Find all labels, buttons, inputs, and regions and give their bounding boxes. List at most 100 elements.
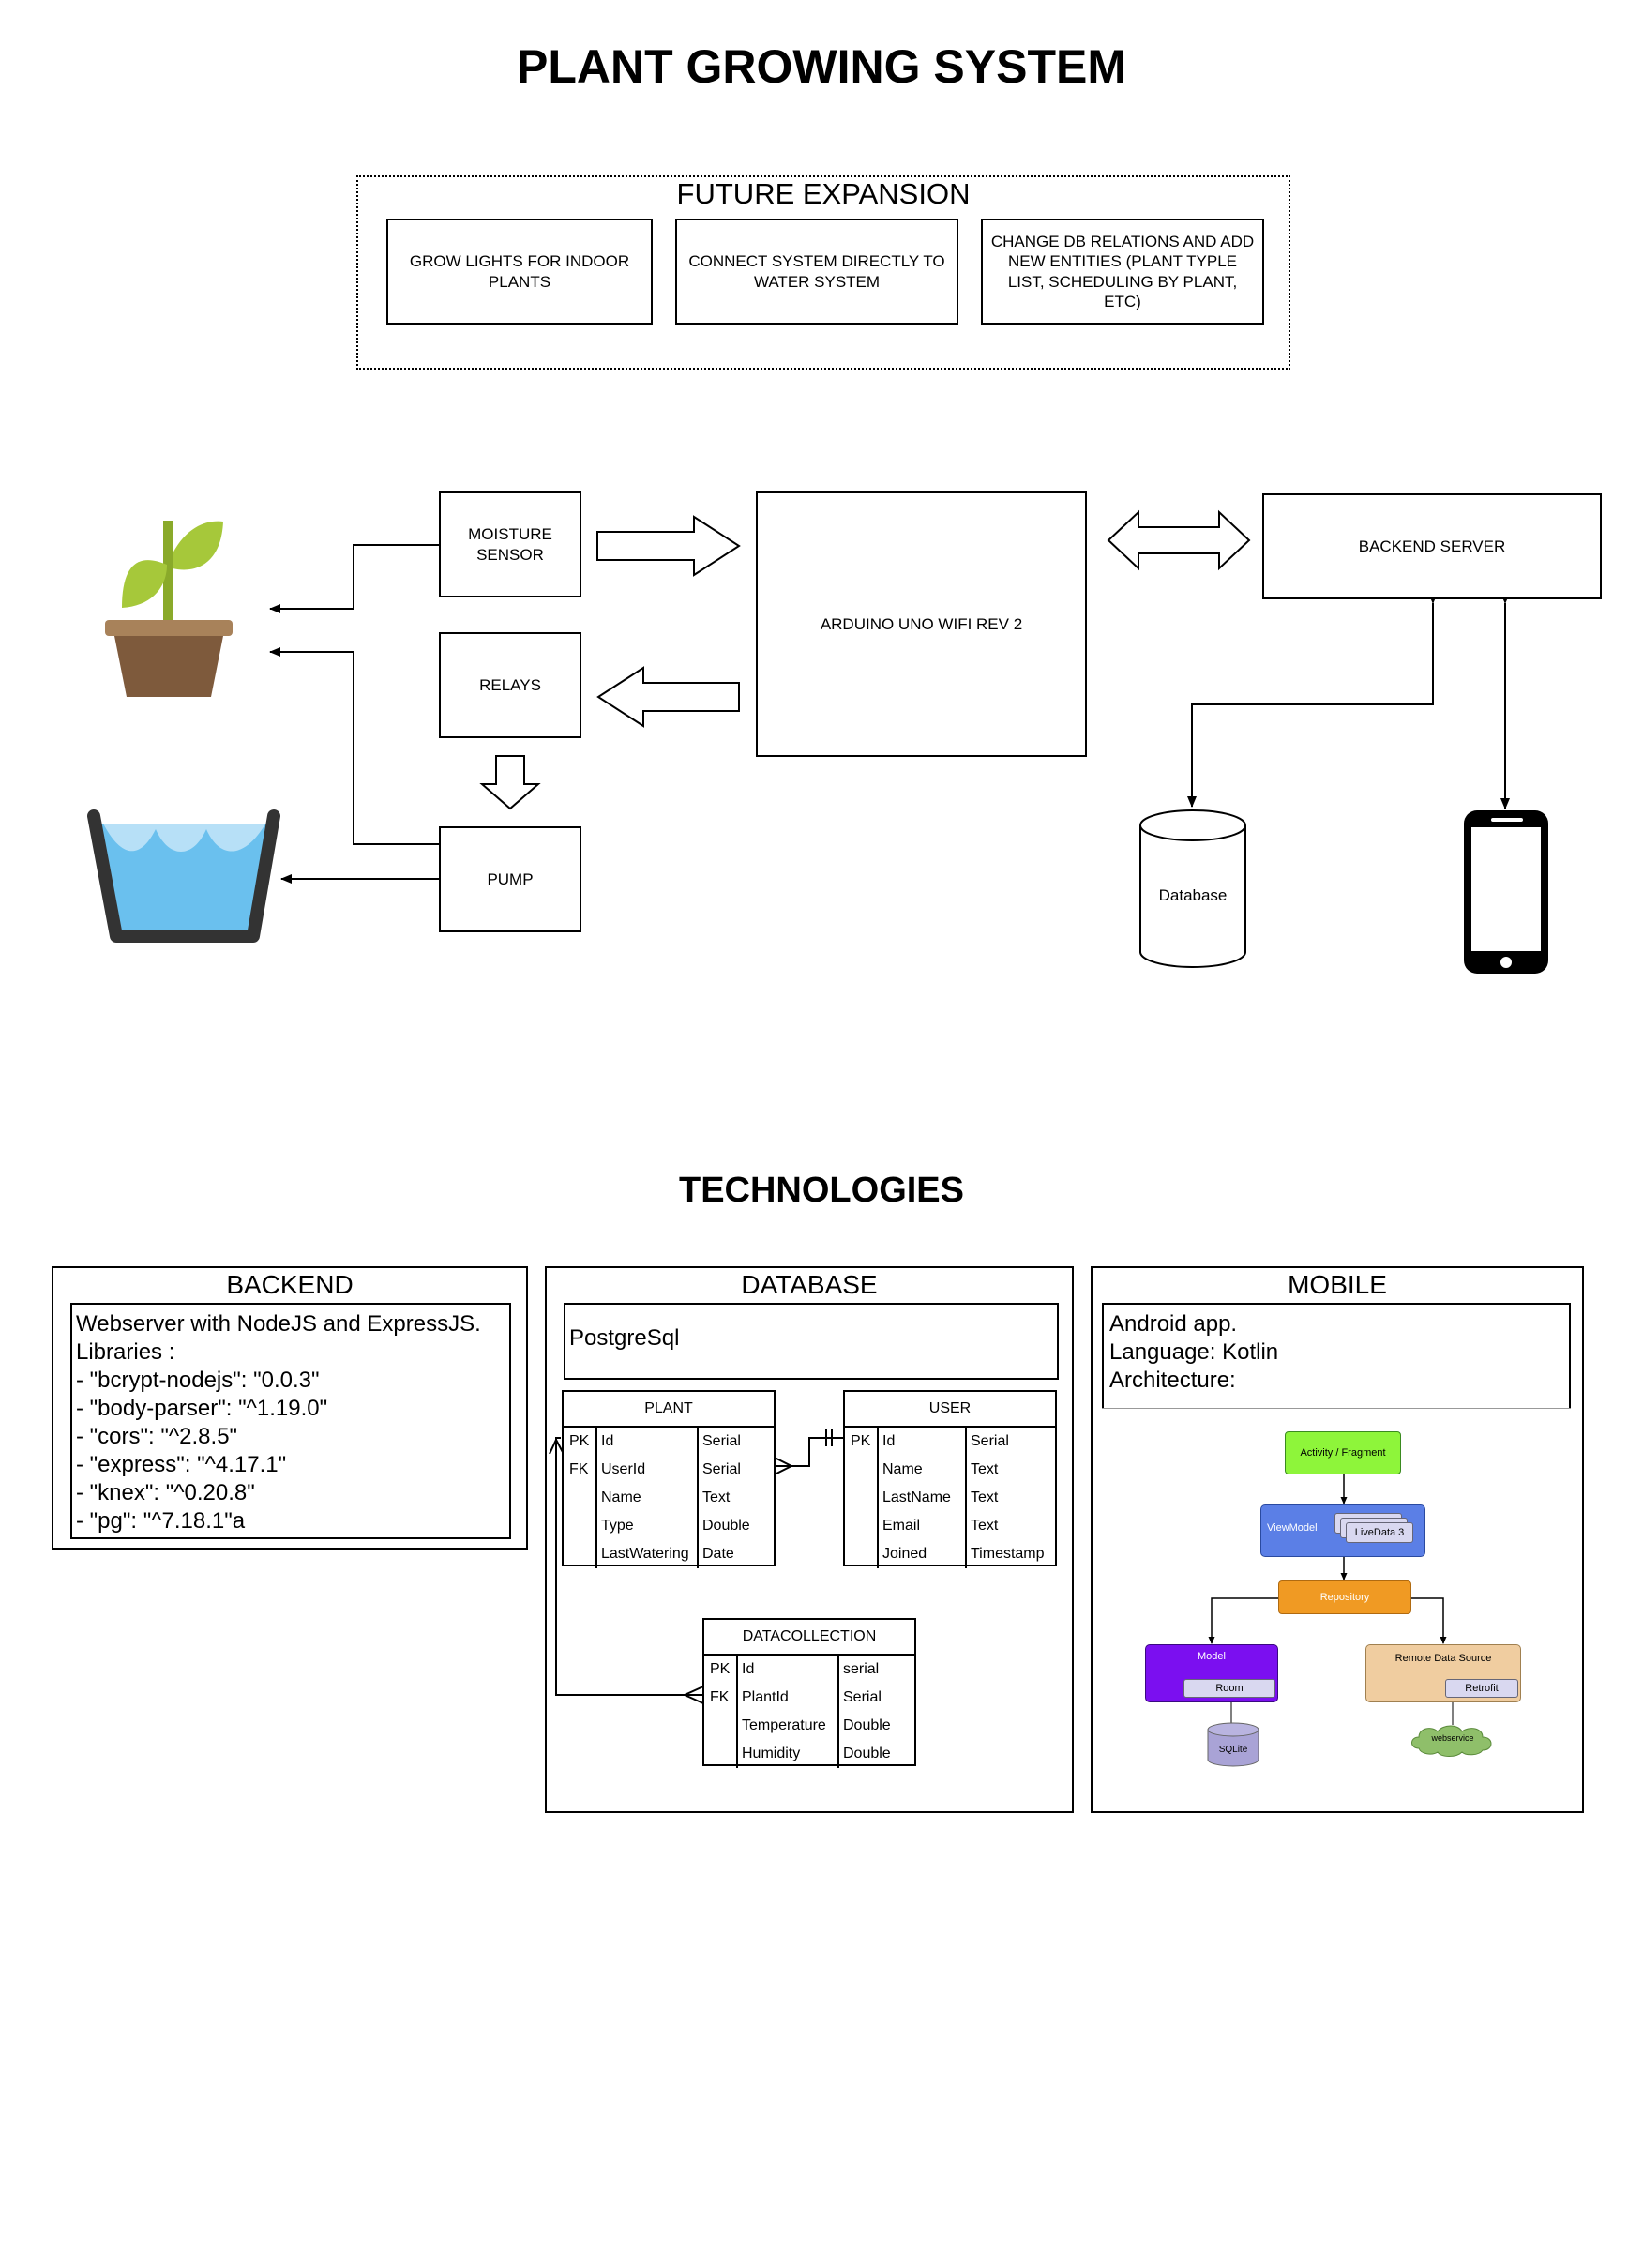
type-cell: Serial <box>843 1689 882 1705</box>
arrow-relays-to-pump <box>479 755 541 810</box>
arrow-arduino-backend <box>1107 509 1251 571</box>
future-expansion-heading: FUTURE EXPANSION <box>676 177 971 210</box>
model-node: Model Room <box>1145 1644 1278 1702</box>
system-connectors <box>87 509 1548 974</box>
type-cell: Serial <box>971 1433 1009 1449</box>
field-cell: PlantId <box>742 1689 789 1705</box>
type-cell: Serial <box>702 1433 741 1449</box>
key-cell <box>569 1512 589 1540</box>
type-cell: Text <box>702 1489 731 1505</box>
type-cell: Text <box>971 1489 999 1505</box>
type-cell: Timestamp <box>971 1546 1045 1562</box>
type-cell: Date <box>702 1546 734 1562</box>
user-table-name: USER <box>845 1392 1055 1428</box>
key-cell: FK <box>569 1461 589 1477</box>
pump-box: PUMP <box>439 826 581 932</box>
field-cell: Name <box>601 1489 641 1505</box>
backend-line: - "body-parser": "^1.19.0" <box>76 1396 328 1421</box>
future-item-water-system: CONNECT SYSTEM DIRECTLY TO WATER SYSTEM <box>675 219 958 325</box>
remote-data-source-label: Remote Data Source <box>1394 1653 1492 1664</box>
backend-description: Webserver with NodeJS and ExpressJS. Lib… <box>70 1303 511 1539</box>
key-cell: PK <box>710 1661 731 1677</box>
viewmodel-node: ViewModel LiveData 3 <box>1260 1504 1425 1557</box>
database-heading: DATABASE <box>741 1270 878 1299</box>
arrow-arduino-to-relays <box>596 666 740 728</box>
architecture-diagram <box>1208 1474 1454 1725</box>
plant-datacollection-relation <box>555 1437 703 1696</box>
viewmodel-label: ViewModel <box>1267 1522 1318 1534</box>
field-cell: Id <box>882 1433 896 1449</box>
key-cell <box>851 1512 870 1540</box>
relays-box: RELAYS <box>439 632 581 738</box>
smartphone-icon <box>1464 810 1548 974</box>
page-title: PLANT GROWING SYSTEM <box>517 40 1126 93</box>
arduino-box: ARDUINO UNO WIFI REV 2 <box>756 491 1087 757</box>
room-node: Room <box>1183 1679 1275 1698</box>
key-cell: PK <box>569 1433 590 1449</box>
water-bucket-icon <box>87 809 280 943</box>
backend-line: - "express": "^4.17.1" <box>76 1452 287 1477</box>
key-cell <box>569 1540 589 1568</box>
mobile-line: Language: Kotlin <box>1109 1339 1279 1365</box>
plant-pot-icon <box>105 521 233 697</box>
type-cell: Serial <box>702 1461 741 1477</box>
mobile-heading: MOBILE <box>1288 1270 1387 1299</box>
type-cell: serial <box>843 1661 880 1677</box>
webservice-cloud-icon <box>1411 1725 1492 1757</box>
activity-fragment-node: Activity / Fragment <box>1285 1431 1401 1474</box>
field-cell: Id <box>742 1661 755 1677</box>
field-cell: Email <box>882 1518 921 1534</box>
sensor-to-plant-connector <box>269 544 439 613</box>
livedata-node: LiveData 3 <box>1346 1522 1413 1543</box>
remote-data-source-node: Remote Data Source Retrofit <box>1365 1644 1521 1702</box>
key-cell <box>710 1712 730 1740</box>
future-item-db-relations: CHANGE DB RELATIONS AND ADD NEW ENTITIES… <box>981 219 1264 325</box>
backend-server-box: BACKEND SERVER <box>1262 493 1602 599</box>
er-relations <box>549 1429 845 1704</box>
type-cell: Text <box>971 1461 999 1477</box>
backend-line: - "knex": "^0.20.8" <box>76 1480 255 1505</box>
key-cell <box>851 1540 870 1568</box>
type-cell: Double <box>843 1717 891 1733</box>
database-cylinder-icon <box>1139 809 1246 968</box>
field-cell: Name <box>882 1461 923 1477</box>
database-engine: PostgreSql <box>564 1303 1059 1380</box>
field-cell: Id <box>601 1433 614 1449</box>
technologies-heading: TECHNOLOGIES <box>678 1171 965 1210</box>
field-cell: LastWatering <box>601 1546 689 1562</box>
plant-table-name: PLANT <box>564 1392 774 1428</box>
mobile-description-divider <box>1102 1408 1571 1409</box>
backend-panel: BACKEND Webserver with NodeJS and Expres… <box>52 1266 528 1550</box>
key-cell: PK <box>851 1433 871 1449</box>
model-label: Model <box>1198 1651 1226 1662</box>
backend-line: - "bcrypt-nodejs": "0.0.3" <box>76 1368 320 1393</box>
backend-line: - "cors": "^2.8.5" <box>76 1424 238 1449</box>
field-cell: Temperature <box>742 1717 826 1733</box>
mobile-line: Architecture: <box>1109 1368 1236 1393</box>
pump-to-plant-connector <box>269 647 439 845</box>
backend-line: Webserver with NodeJS and ExpressJS. <box>76 1311 481 1337</box>
webservice-label: webservice <box>1431 1733 1474 1743</box>
plant-table: PLANT PK FK Id UserId Name Type LastWate… <box>562 1390 776 1568</box>
key-cell <box>710 1740 730 1768</box>
type-cell: Double <box>843 1746 891 1761</box>
repository-node: Repository <box>1278 1580 1411 1614</box>
future-expansion-group: FUTURE EXPANSION <box>356 175 1290 370</box>
field-cell: Humidity <box>742 1746 801 1761</box>
mobile-description: Android app. Language: Kotlin Architectu… <box>1102 1303 1571 1409</box>
retrofit-node: Retrofit <box>1445 1679 1518 1698</box>
backend-line: - "pg": "^7.18.1"a <box>76 1508 246 1534</box>
type-cell: Text <box>971 1518 999 1534</box>
mobile-line: Android app. <box>1109 1311 1238 1337</box>
backend-line: Libraries : <box>76 1339 175 1365</box>
datacollection-table: DATACOLLECTION PK FK Id PlantId Temperat… <box>702 1618 916 1768</box>
type-cell: Double <box>702 1518 750 1534</box>
arrow-sensor-to-arduino <box>596 515 741 577</box>
plant-user-relation <box>775 1437 845 1467</box>
field-cell: UserId <box>601 1461 646 1477</box>
database-backend-connector <box>1187 593 1438 808</box>
sqlite-label: SQLite <box>1218 1745 1248 1755</box>
key-cell <box>851 1456 870 1484</box>
field-cell: LastName <box>882 1489 951 1505</box>
datacollection-table-name: DATACOLLECTION <box>704 1620 914 1656</box>
